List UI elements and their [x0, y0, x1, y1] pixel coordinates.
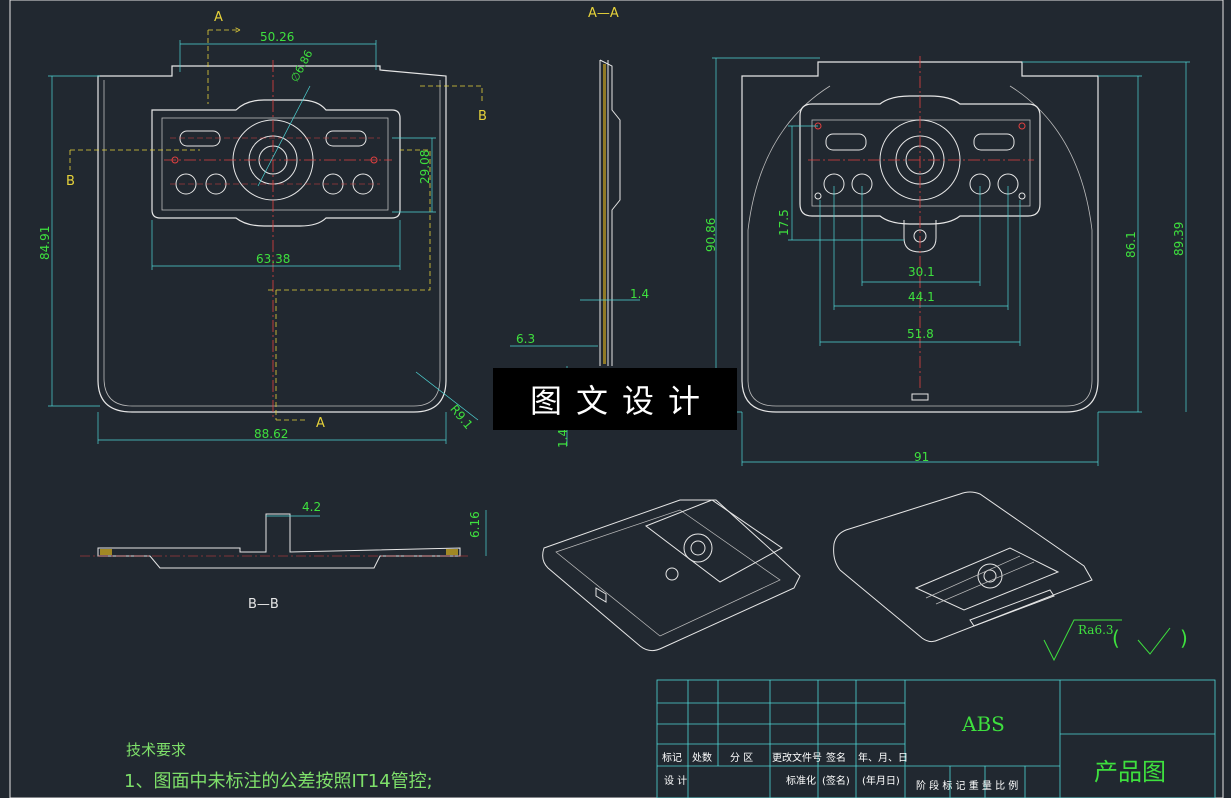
dim-section-thickness: 1.4 [630, 287, 650, 301]
dim-section-offset: 6.3 [516, 332, 536, 346]
isometric-view-left [542, 499, 801, 652]
dim-front-height: 84.91 [38, 225, 52, 260]
dim-rear-height-a: 90.86 [704, 217, 718, 252]
dim-rear-w2: 44.1 [908, 290, 935, 304]
row-label-date: 年、月、日 [858, 753, 908, 764]
dim-rear-height-b: 86.1 [1124, 231, 1138, 258]
row-label-count: 处数 [692, 753, 712, 764]
front-view [48, 26, 483, 444]
dim-section-thickness-b: 1.4 [556, 428, 570, 448]
rear-plate-outline [741, 61, 1099, 413]
row-label-signature: 签名 [826, 753, 846, 764]
dim-bb-height: 6.16 [468, 511, 482, 538]
watermark-text: 图文设计 [529, 382, 714, 420]
isometric-view-right [833, 491, 1093, 643]
title-block [656, 679, 1216, 798]
roughness-value: Ra6.3 [1078, 623, 1114, 637]
material-label: ABS [962, 712, 1005, 736]
roughness-paren-open: ( [1112, 626, 1120, 650]
roughness-paren-close: ) [1180, 626, 1188, 650]
section-aa-view [510, 59, 640, 446]
row-label-mark: 标记 [662, 753, 682, 764]
dim-rear-width: 91 [914, 450, 930, 464]
front-plate-outline [97, 65, 447, 413]
dim-rear-offset: 17.5 [777, 209, 791, 236]
row-label-change-doc: 更改文件号 [772, 753, 822, 764]
drawing-name: 产品图 [1094, 758, 1166, 786]
tech-requirements-item-1: 1、图面中未标注的公差按照IT14管控; [124, 771, 433, 792]
cut-label-b-right: B [478, 109, 487, 124]
label-design: 设 计 [664, 776, 688, 787]
label-stage: 阶 段 标 记 重 量 比 例 [916, 781, 1019, 792]
dim-front-inner-height: 29.08 [418, 149, 432, 184]
control-panel-outline [151, 99, 401, 227]
dim-bb-width: 4.2 [302, 500, 322, 514]
tech-requirements-title: 技术要求 [126, 741, 187, 759]
dim-rear-w1: 30.1 [908, 265, 935, 279]
section-bb-view [80, 510, 487, 569]
roughness-symbol [1043, 619, 1171, 662]
cut-label-a-top: A [214, 10, 223, 25]
label-sign: (签名) [822, 776, 850, 787]
cut-label-b-left: B [66, 174, 75, 189]
dim-rear-height-c: 89.39 [1172, 221, 1186, 256]
cut-label-a-bottom: A [316, 416, 325, 431]
dim-front-top-width: 50.26 [260, 30, 295, 44]
label-standardize: 标准化 [786, 776, 816, 787]
watermark-banner: 图文设计 [493, 368, 737, 430]
label-date-paren: (年月日) [862, 776, 900, 787]
sheet-border [9, 0, 1224, 798]
rear-view [712, 56, 1190, 466]
dim-rear-w3: 51.8 [907, 327, 934, 341]
section-aa-label: A—A [588, 6, 619, 21]
section-bb-label: B—B [248, 597, 279, 612]
dim-front-plate-width: 63.38 [256, 252, 291, 266]
row-label-zone: 分 区 [730, 753, 754, 764]
dim-front-width: 88.62 [254, 427, 289, 441]
